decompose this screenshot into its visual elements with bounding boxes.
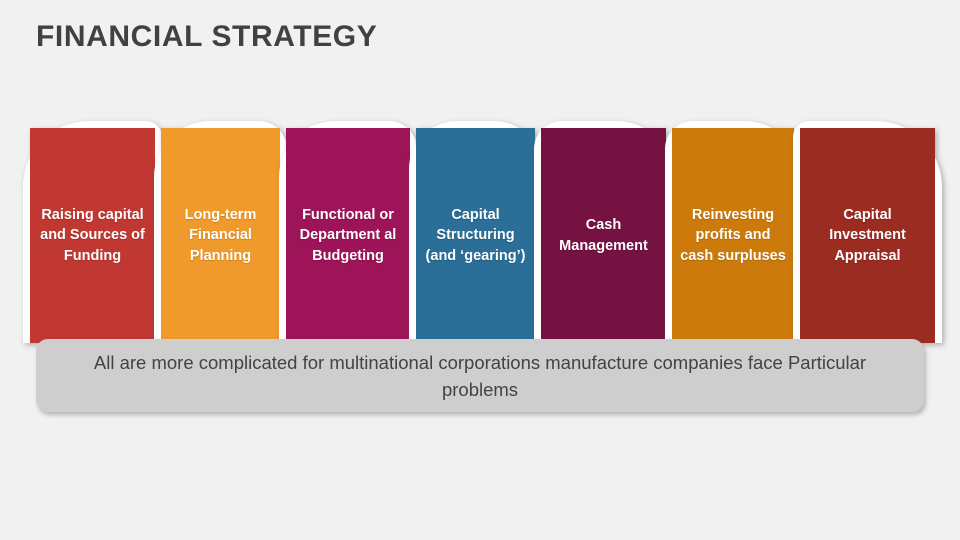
card-background: [161, 128, 280, 343]
card-cash-management[interactable]: Cash Management: [534, 121, 673, 343]
card-long-term-financial-planning[interactable]: Long-term Financial Planning: [154, 121, 287, 343]
summary-banner: All are more complicated for multination…: [36, 339, 924, 412]
card-label-capital-investment-appraisal: Capital Investment Appraisal: [829, 206, 906, 264]
card-label-capital-structuring: Capital Structuring (and ‘gearing’): [425, 206, 526, 264]
strategy-cards-row: Raising capital and Sources of Funding L…: [23, 121, 942, 343]
card-reinvesting-profits[interactable]: Reinvesting profits and cash surpluses: [665, 121, 801, 343]
summary-banner-text: All are more complicated for multination…: [93, 351, 867, 400]
card-label-functional-departmental-budgeting: Functional or Department al Budgeting: [299, 206, 397, 264]
card-background: [672, 128, 794, 343]
card-raising-capital[interactable]: Raising capital and Sources of Funding: [23, 121, 162, 343]
page-title: FINANCIAL STRATEGY: [36, 20, 378, 53]
card-background: [541, 128, 666, 343]
card-background: [416, 128, 535, 343]
card-background: [286, 128, 410, 343]
card-functional-departmental-budgeting[interactable]: Functional or Department al Budgeting: [279, 121, 417, 343]
card-label-cash-management: Cash Management: [559, 217, 648, 254]
card-capital-investment-appraisal[interactable]: Capital Investment Appraisal: [793, 121, 942, 343]
card-capital-structuring[interactable]: Capital Structuring (and ‘gearing’): [409, 121, 542, 343]
card-label-long-term-financial-planning: Long-term Financial Planning: [184, 206, 257, 264]
card-background: [800, 128, 935, 343]
card-label-reinvesting-profits: Reinvesting profits and cash surpluses: [680, 206, 786, 264]
card-background: [30, 128, 155, 343]
card-label-raising-capital: Raising capital and Sources of Funding: [40, 206, 145, 264]
